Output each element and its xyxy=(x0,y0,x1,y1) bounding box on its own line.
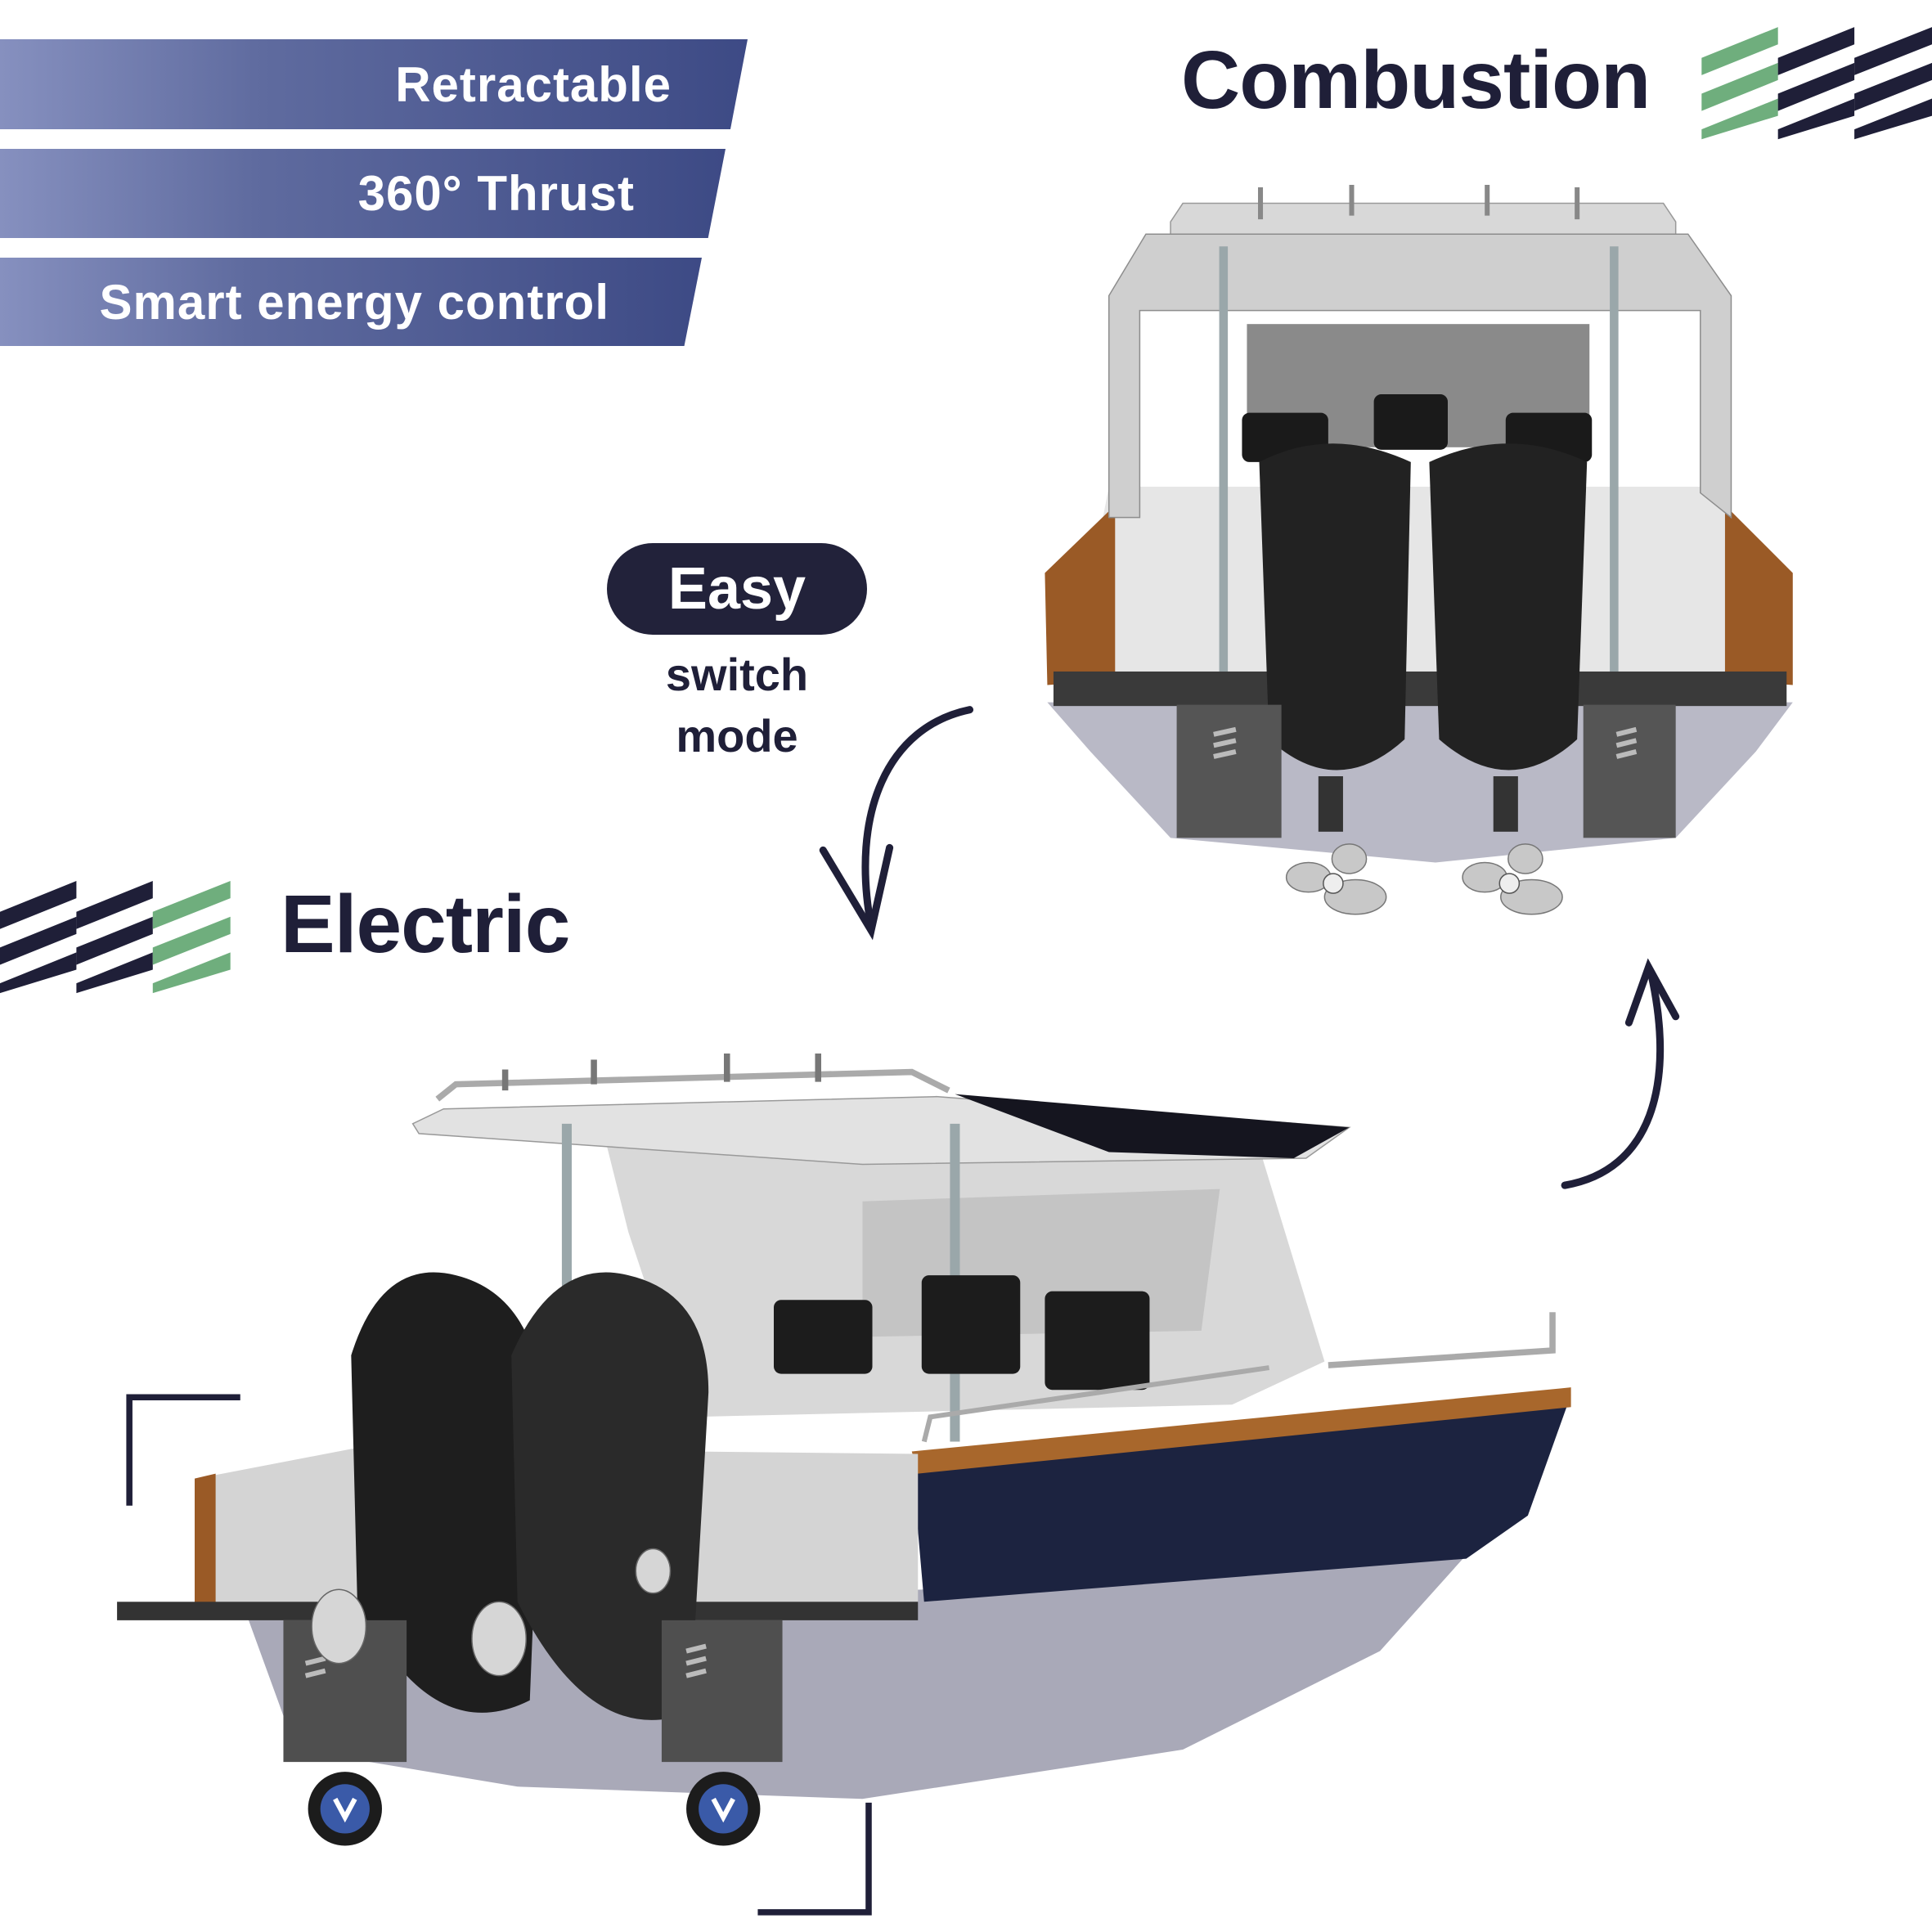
boat-electric-three-quarter-view xyxy=(117,1053,1571,1846)
boat-combustion-rear-view xyxy=(1045,184,1793,915)
mode-caption: mode xyxy=(676,710,798,762)
feature-banner-360-thrust: 360° Thrust xyxy=(0,149,726,238)
arrow-to-combustion xyxy=(1561,958,1680,1189)
feature-label: Retractable xyxy=(395,56,672,112)
brand-stripes-logo-top xyxy=(1701,27,1932,140)
feature-banner-retractable: Retractable xyxy=(0,39,748,129)
electric-mode-title: Electric xyxy=(281,878,570,970)
feature-banner-smart-energy: Smart energy control xyxy=(0,258,702,346)
brand-stripes-logo-left xyxy=(0,881,231,994)
feature-label: 360° Thrust xyxy=(357,166,635,221)
arrow-to-electric xyxy=(819,706,974,941)
switch-caption: switch xyxy=(665,649,809,700)
corner-bracket-top-left xyxy=(126,1394,240,1506)
corner-bracket-bottom-right xyxy=(757,1802,872,1916)
easy-badge: Easy xyxy=(607,543,867,635)
combustion-mode-title: Combustion xyxy=(1181,34,1651,126)
feature-label: Smart energy control xyxy=(99,274,609,330)
